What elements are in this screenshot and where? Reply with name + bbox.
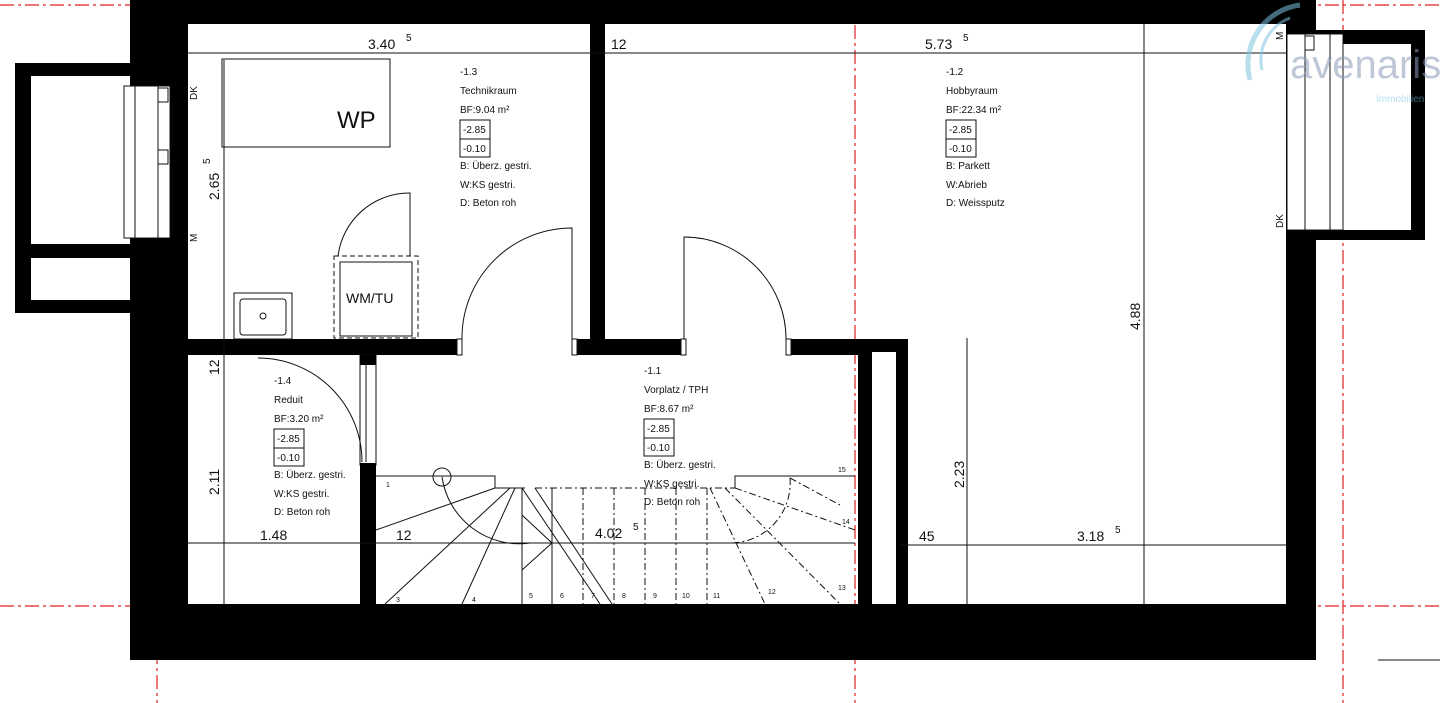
room-ceiling: D: Beton roh bbox=[460, 198, 516, 209]
room-floor: B: Parkett bbox=[946, 161, 990, 172]
dimension-top-left: 3.40 bbox=[368, 36, 395, 52]
staircase: 1 3 4 5 6 7 8 9 10 11 12 13 14 15 bbox=[375, 467, 856, 605]
room-level-floor: -0.10 bbox=[647, 443, 670, 454]
room-wall: W:Abrieb bbox=[946, 180, 987, 191]
step-number: 5 bbox=[529, 593, 533, 600]
room-wall: W:KS gestri. bbox=[644, 479, 699, 490]
dimension-sup: 5 bbox=[633, 522, 639, 533]
room-level-top: -2.85 bbox=[463, 125, 486, 136]
room-id: -1.3 bbox=[460, 67, 478, 78]
room-floor: B: Überz. gestri. bbox=[274, 469, 346, 481]
dimension-right-height: 4.88 bbox=[1127, 303, 1143, 330]
window-label-dk: DK bbox=[1275, 214, 1286, 228]
stair-step-numbers: 1 3 4 5 6 7 8 9 10 11 12 13 14 15 bbox=[386, 467, 850, 604]
dimension-sup: 5 bbox=[963, 33, 969, 44]
step-number: 7 bbox=[591, 593, 595, 600]
avenaris-logo: avenaris Immobilien bbox=[1245, 2, 1440, 105]
dimension-bottom-left: 1.48 bbox=[260, 527, 287, 543]
right-window bbox=[1286, 33, 1344, 231]
window-label-dk: DK bbox=[189, 86, 200, 100]
room-label-vorplatz: -1.1 Vorplatz / TPH BF:8.67 m² -2.85 -0.… bbox=[643, 366, 716, 508]
dimension-top-mid: 12 bbox=[611, 36, 627, 52]
dimension-bottom-right: 3.18 bbox=[1077, 528, 1104, 544]
dimension-left-upper: 2.65 bbox=[206, 173, 222, 200]
doors bbox=[257, 192, 792, 473]
room-level-floor: -0.10 bbox=[463, 144, 486, 155]
dimension-bottom-right-small: 45 bbox=[919, 528, 935, 544]
dimension-left-mid: 12 bbox=[206, 359, 222, 375]
left-window bbox=[123, 85, 171, 239]
step-number: 13 bbox=[838, 585, 846, 592]
room-ceiling: D: Weissputz bbox=[946, 198, 1005, 209]
step-number: 11 bbox=[713, 593, 720, 600]
fixtures: WP WM/TU bbox=[221, 58, 419, 340]
room-level-top: -2.85 bbox=[647, 424, 670, 435]
step-number: 9 bbox=[653, 593, 657, 600]
room-level-top: -2.85 bbox=[277, 434, 300, 445]
room-wall: W:KS gestri. bbox=[274, 489, 329, 500]
step-number: 1 bbox=[386, 482, 390, 489]
window-label-m: M bbox=[189, 234, 200, 242]
room-level-top: -2.85 bbox=[949, 125, 972, 136]
room-ceiling: D: Beton roh bbox=[644, 497, 700, 508]
dimension-bottom-mid-small: 12 bbox=[396, 527, 412, 543]
room-id: -1.4 bbox=[274, 376, 292, 387]
left-balcony bbox=[15, 63, 133, 313]
dimension-sup: 5 bbox=[406, 33, 412, 44]
step-number: 6 bbox=[560, 593, 564, 600]
room-area: BF:9.04 m² bbox=[460, 105, 510, 116]
room-label-hobbyraum: -1.2 Hobbyraum BF:22.34 m² -2.85 -0.10 B… bbox=[945, 67, 1005, 209]
dimension-sup: 5 bbox=[1115, 525, 1121, 536]
step-number: 8 bbox=[622, 593, 626, 600]
step-number: 12 bbox=[768, 589, 776, 596]
room-area: BF:22.34 m² bbox=[946, 105, 1002, 116]
logo-subtext: Immobilien bbox=[1376, 94, 1424, 105]
room-label-reduit: -1.4 Reduit BF:3.20 m² -2.85 -0.10 B: Üb… bbox=[273, 376, 346, 518]
room-wall: W:KS gestri. bbox=[460, 180, 515, 191]
room-area: BF:8.67 m² bbox=[644, 404, 694, 415]
dimension-sup: 5 bbox=[202, 158, 213, 164]
washer-dryer-label: WM/TU bbox=[346, 290, 393, 306]
room-level-floor: -0.10 bbox=[949, 144, 972, 155]
step-number: 4 bbox=[472, 597, 476, 604]
room-name: Hobbyraum bbox=[946, 86, 998, 97]
room-name: Reduit bbox=[274, 395, 303, 406]
room-id: -1.1 bbox=[644, 366, 662, 377]
logo-text: avenaris bbox=[1290, 43, 1440, 87]
dimension-stair-height: 2.23 bbox=[951, 461, 967, 488]
step-number: 15 bbox=[838, 467, 846, 474]
room-floor: B: Überz. gestri. bbox=[644, 459, 716, 471]
window-label-m: M bbox=[1275, 32, 1286, 40]
heat-pump-label: WP bbox=[337, 107, 376, 134]
dimension-left-lower: 2.11 bbox=[206, 469, 222, 495]
dimension-lines: 3.40 5 12 5.73 5 2.65 5 12 2.11 1.48 12 … bbox=[188, 22, 1286, 604]
dimension-bottom-mid: 4.02 bbox=[595, 525, 622, 541]
room-level-floor: -0.10 bbox=[277, 453, 300, 464]
room-area: BF:3.20 m² bbox=[274, 414, 324, 425]
step-number: 14 bbox=[842, 519, 850, 526]
room-name: Technikraum bbox=[460, 86, 517, 97]
step-number: 3 bbox=[396, 597, 400, 604]
room-id: -1.2 bbox=[946, 67, 964, 78]
step-number: 10 bbox=[682, 593, 690, 600]
dimension-top-right: 5.73 bbox=[925, 36, 952, 52]
room-name: Vorplatz / TPH bbox=[644, 385, 708, 396]
room-ceiling: D: Beton roh bbox=[274, 507, 330, 518]
room-label-technikraum: -1.3 Technikraum BF:9.04 m² -2.85 -0.10 … bbox=[459, 67, 532, 209]
room-floor: B: Überz. gestri. bbox=[460, 160, 532, 172]
